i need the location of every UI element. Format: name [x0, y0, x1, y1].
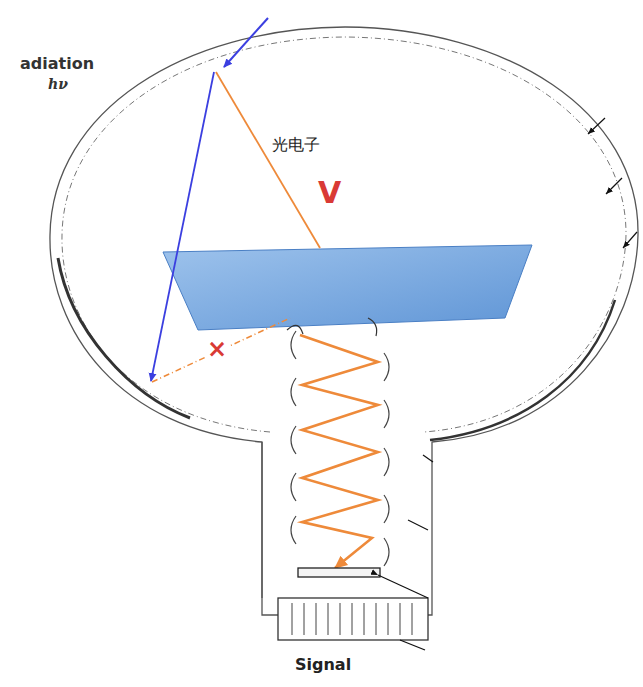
photoelectron-path: [216, 72, 320, 248]
signal-label: Signal: [295, 656, 351, 674]
dynode: [384, 353, 389, 381]
dynode: [291, 516, 296, 544]
dynode: [291, 473, 296, 501]
dynode: [291, 331, 296, 359]
focusing-electrode: [163, 245, 532, 330]
photon-energy: hν: [48, 77, 68, 92]
bulb-glass: [50, 27, 638, 615]
cathode-coating-right: [430, 300, 615, 440]
electron-cascade: [300, 335, 378, 568]
dynode: [291, 378, 296, 406]
dynode: [384, 495, 389, 523]
radiation-label: adiation: [20, 55, 94, 73]
dynode: [384, 448, 389, 476]
photoelectron-label: 光电子: [270, 136, 322, 154]
cross-mark: ×: [205, 336, 229, 362]
incident-photon: [224, 18, 268, 67]
cathode-coating-left: [58, 258, 190, 418]
reflected-photon: [151, 72, 214, 381]
anode: [298, 568, 380, 577]
check-mark: V: [318, 176, 341, 209]
dynode: [291, 426, 296, 454]
dynode: [384, 538, 389, 566]
base-pins: [292, 603, 412, 635]
blocked-path: [152, 318, 290, 382]
dynode: [384, 400, 389, 428]
base-connector: [278, 598, 428, 640]
